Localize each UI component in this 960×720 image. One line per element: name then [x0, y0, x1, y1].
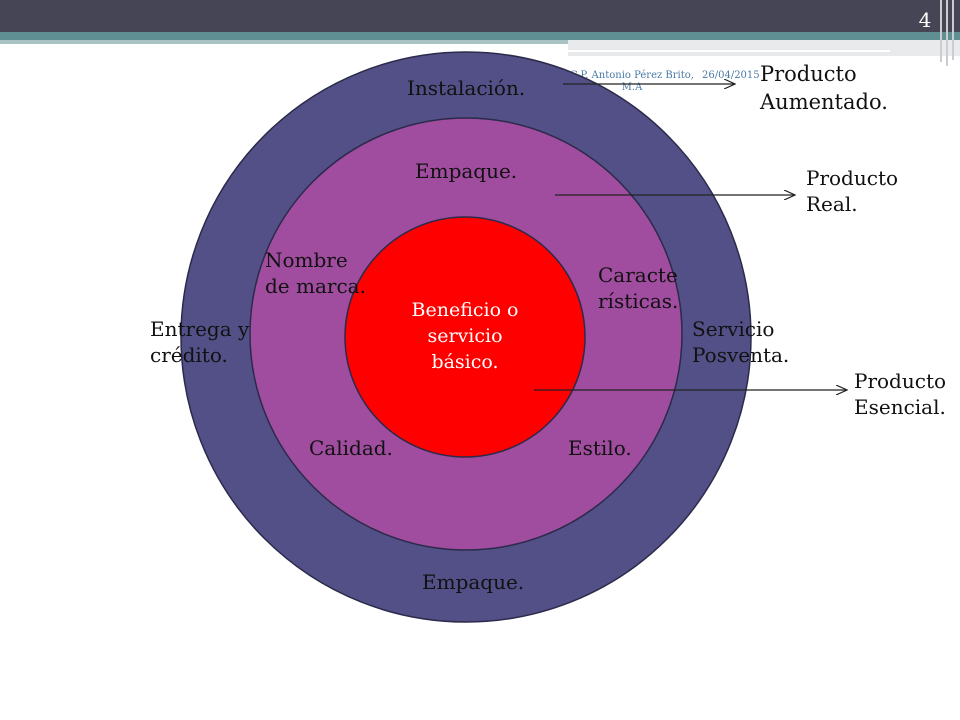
page-number: 4: [918, 8, 932, 32]
header-right-panel: [568, 40, 960, 56]
label-estilo: Estilo.: [568, 436, 632, 460]
callout-producto-real: Producto Real.: [806, 166, 899, 216]
footer-date: 26/04/2015: [702, 70, 760, 81]
label-entrega-credito: Entrega y crédito.: [150, 317, 250, 367]
label-beneficio-basico: Beneficio o servicio básico.: [411, 299, 519, 373]
header-vertical-line: [940, 0, 942, 62]
label-instalacion: Instalación.: [407, 76, 526, 100]
header-divider: [568, 50, 890, 52]
footer-author: C.P. Antonio Pérez Brito, M.A: [570, 70, 694, 93]
header-bar: [0, 0, 960, 32]
core-circle: [344, 216, 586, 458]
header-accent-thin: [0, 40, 570, 44]
label-empaque-outer: Empaque.: [422, 570, 525, 594]
header-accent-band: [0, 32, 960, 40]
header-vertical-line: [946, 0, 948, 66]
header-vertical-line: [952, 0, 954, 60]
callout-producto-aumentado: Producto Aumentado.: [760, 62, 888, 114]
label-servicio-posventa: Servicio Posventa.: [692, 317, 790, 367]
label-caracteristicas: Caracte rísticas.: [598, 263, 679, 313]
label-nombre-marca: Nombre de marca.: [265, 248, 366, 298]
label-calidad: Calidad.: [309, 436, 393, 460]
callout-producto-esencial: Producto Esencial.: [854, 369, 947, 419]
label-empaque-middle: Empaque.: [415, 159, 518, 183]
